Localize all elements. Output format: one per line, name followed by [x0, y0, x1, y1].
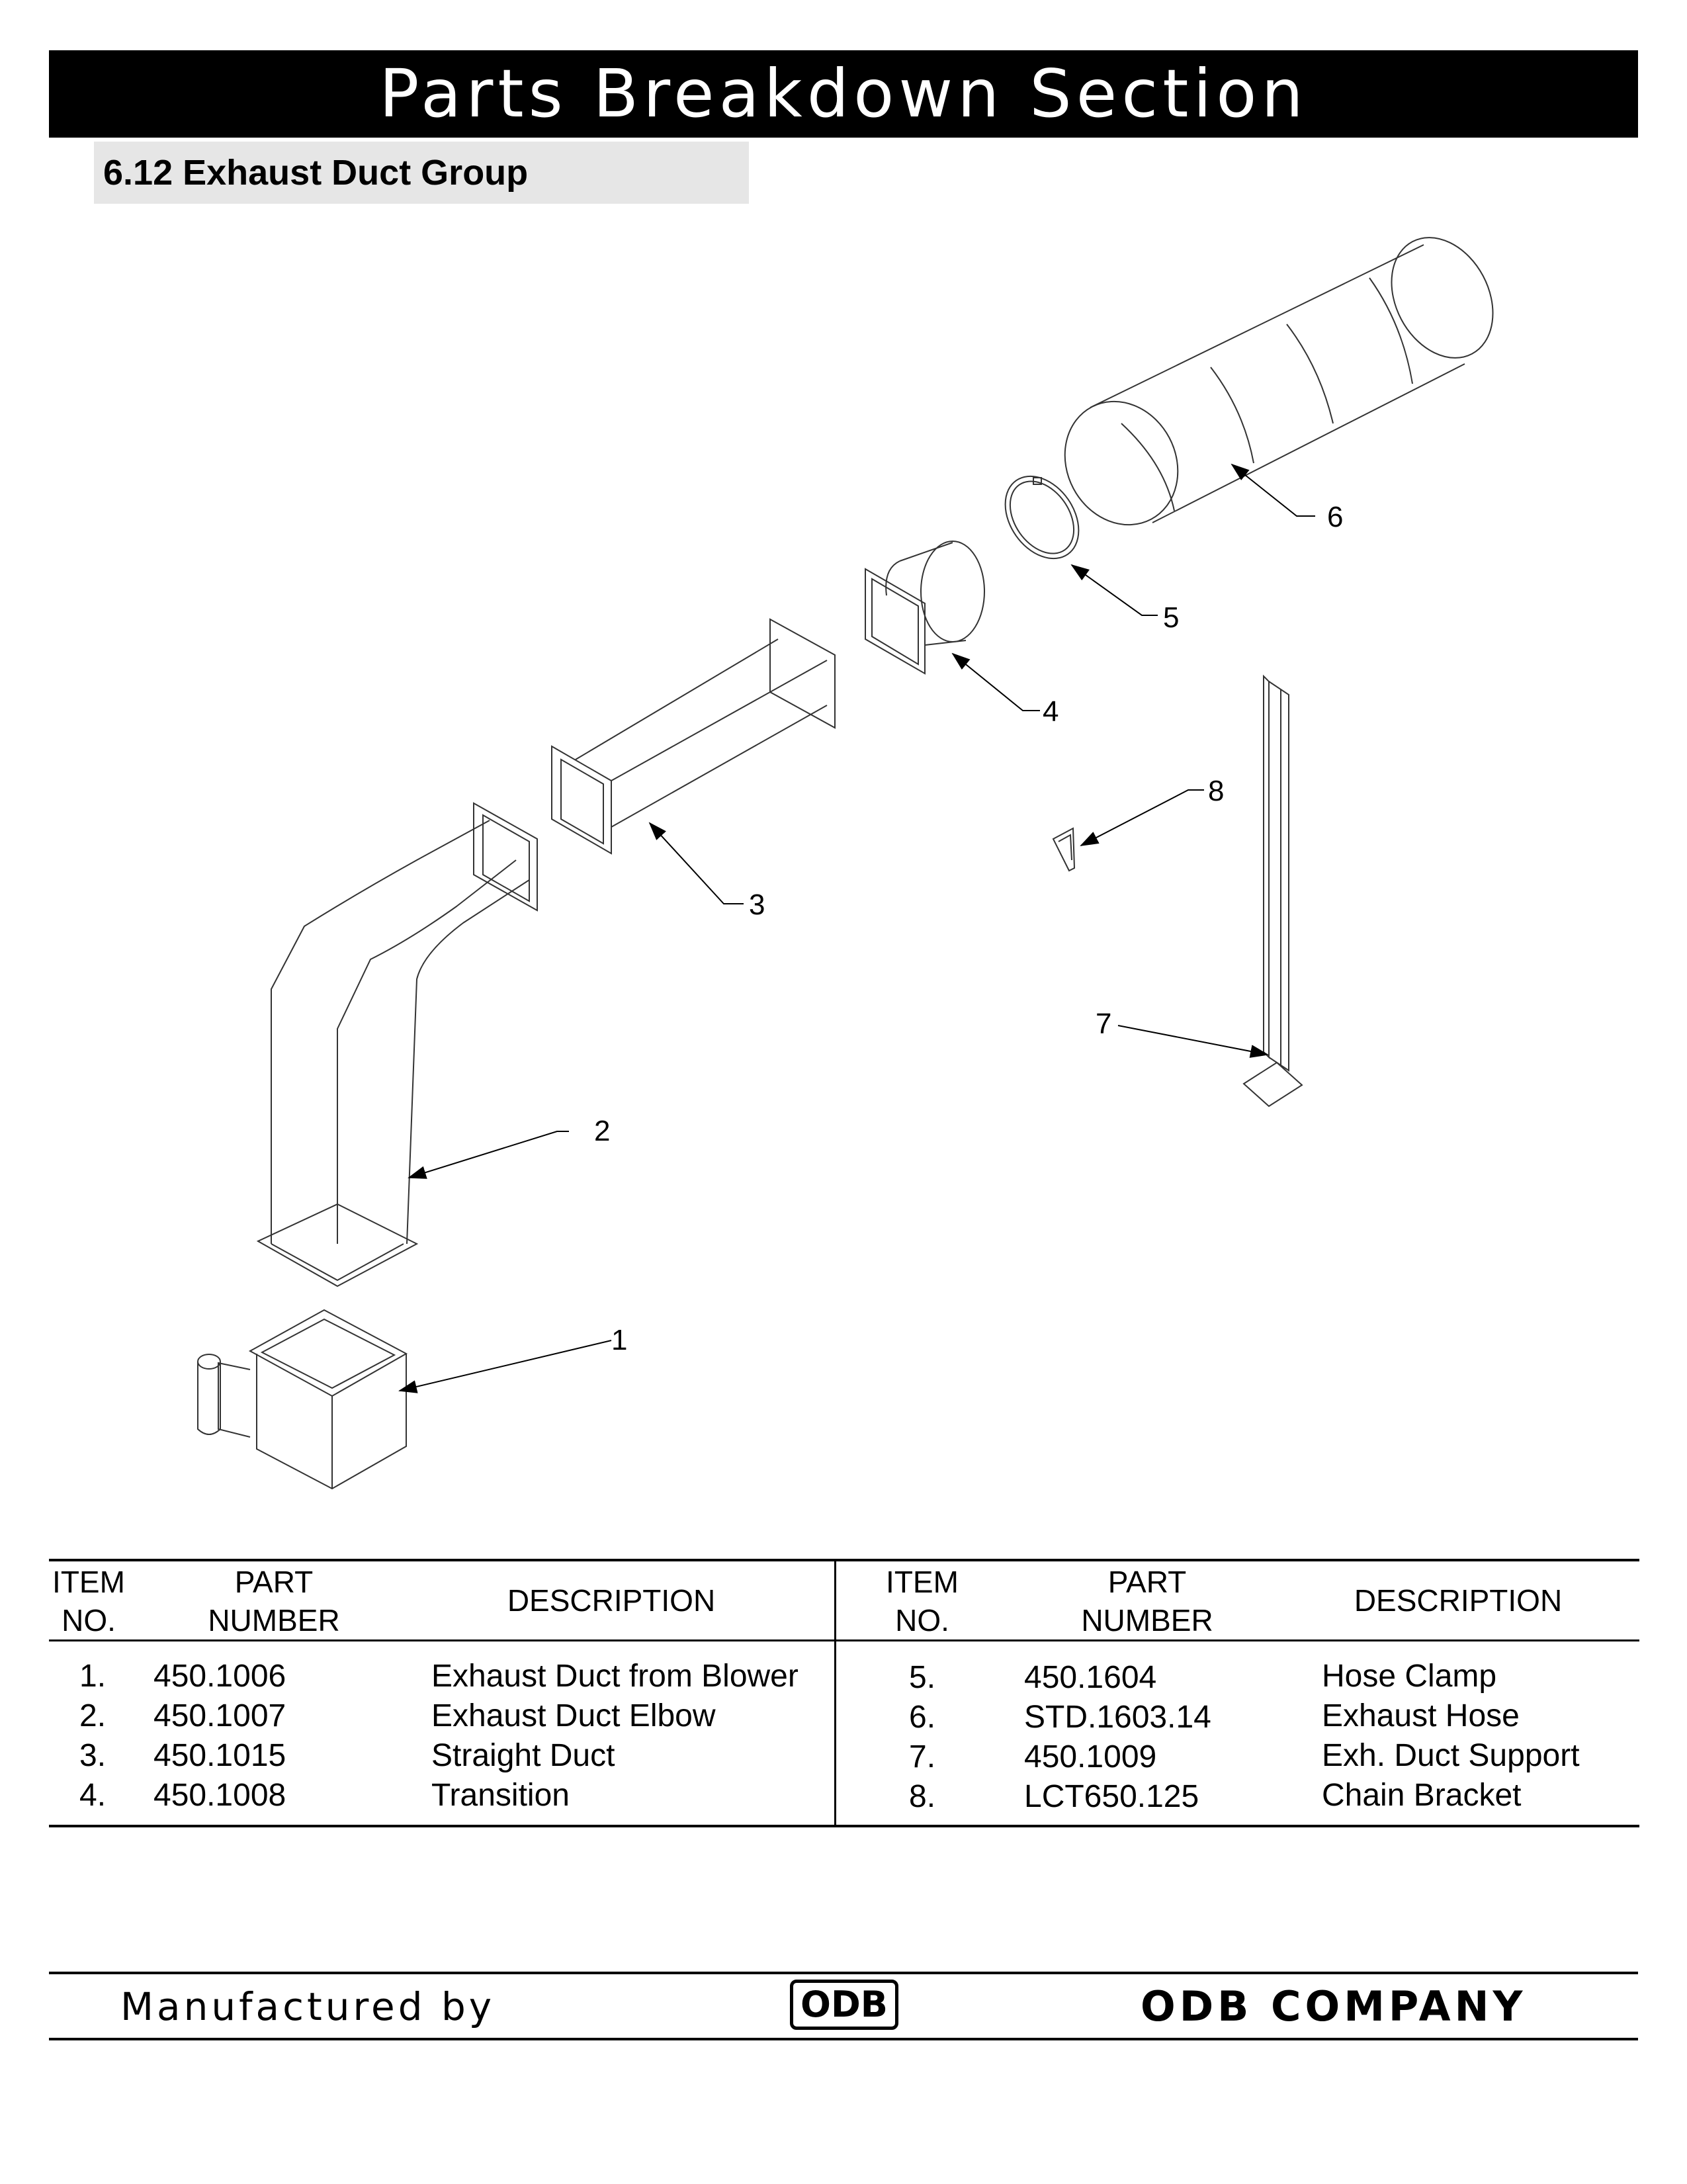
left-header-part-number: PART NUMBER: [208, 1565, 340, 1638]
right-header-part-number: PART NUMBER: [1081, 1565, 1213, 1638]
callout-3: 3: [749, 889, 765, 921]
transition-drawing: [865, 541, 985, 675]
left-row-3-part: 450.1015: [153, 1738, 286, 1773]
footer: Manufactured by ODB ODB COMPANY: [49, 1972, 1638, 2040]
chain-bracket-drawing: [1052, 827, 1076, 872]
right-row-4-part: LCT650.125: [1024, 1779, 1199, 1814]
right-row-1-desc: Hose Clamp: [1322, 1659, 1497, 1694]
exploded-parts-diagram: 1 2 3 4 5 6 7 8: [197, 237, 1494, 1490]
banner-title: Parts Breakdown Section: [49, 50, 1638, 138]
left-row-4-item: 4.: [79, 1778, 107, 1813]
callout-5: 5: [1163, 601, 1179, 634]
straight-duct-drawing: [551, 618, 836, 855]
exhaust-hose-drawing: [1064, 237, 1494, 526]
right-row-3-part: 450.1009: [1024, 1739, 1157, 1774]
section-title: 6.12 Exhaust Duct Group: [94, 142, 749, 204]
right-row-3-desc: Exh. Duct Support: [1322, 1738, 1580, 1773]
left-row-3-desc: Straight Duct: [431, 1738, 615, 1773]
right-row-2-part: STD.1603.14: [1024, 1700, 1211, 1735]
manufactured-by-label: Manufactured by: [120, 1984, 496, 2029]
right-row-3-item: 7.: [909, 1739, 936, 1774]
right-row-4-item: 8.: [909, 1779, 936, 1814]
callout-1: 1: [611, 1324, 627, 1356]
left-header-description: DESCRIPTION: [507, 1583, 716, 1618]
left-row-4-desc: Transition: [431, 1778, 570, 1813]
callout-4: 4: [1043, 695, 1059, 728]
callout-8: 8: [1208, 775, 1224, 807]
callout-7: 7: [1096, 1008, 1111, 1040]
exhaust-duct-support-drawing: [1242, 674, 1303, 1108]
callout-6: 6: [1327, 501, 1343, 533]
left-row-2-part: 450.1007: [153, 1698, 286, 1733]
right-row-1-item: 5.: [909, 1660, 936, 1695]
left-row-3-item: 3.: [79, 1738, 107, 1773]
right-row-2-desc: Exhaust Hose: [1322, 1698, 1520, 1733]
right-row-4-desc: Chain Bracket: [1322, 1778, 1522, 1813]
table-column-divider: [834, 1561, 836, 1825]
left-header-item-no: ITEM NO.: [52, 1565, 125, 1638]
right-header-description: DESCRIPTION: [1354, 1583, 1563, 1618]
hose-clamp-drawing: [1004, 475, 1080, 560]
table-header-divider: [49, 1639, 1639, 1641]
odb-logo: ODB: [790, 1980, 898, 2030]
exhaust-duct-from-blower-drawing: [197, 1309, 408, 1490]
left-row-4-part: 450.1008: [153, 1778, 286, 1813]
left-row-2-item: 2.: [79, 1698, 107, 1733]
parts-list-table: ITEM NO. PART NUMBER DESCRIPTION ITEM NO…: [49, 1559, 1639, 1827]
company-name: ODB COMPANY: [1141, 1982, 1527, 2031]
callout-leaders: [398, 463, 1315, 1393]
left-row-2-desc: Exhaust Duct Elbow: [431, 1698, 716, 1733]
right-header-item-no: ITEM NO.: [886, 1565, 959, 1638]
callout-2: 2: [594, 1115, 610, 1147]
right-row-1-part: 450.1604: [1024, 1660, 1157, 1695]
left-row-1-desc: Exhaust Duct from Blower: [431, 1659, 799, 1694]
left-row-1-item: 1.: [79, 1659, 107, 1694]
exhaust-duct-elbow-drawing: [256, 802, 538, 1288]
left-row-1-part: 450.1006: [153, 1659, 286, 1694]
right-row-2-item: 6.: [909, 1700, 936, 1735]
